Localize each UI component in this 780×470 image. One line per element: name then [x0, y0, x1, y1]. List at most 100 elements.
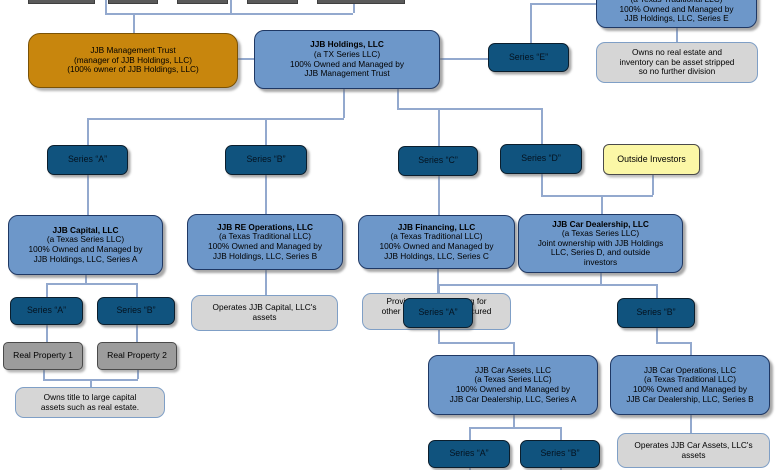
note-car-operations: Operates JJB Car Assets, LLC's assets — [617, 433, 770, 468]
connector-line — [541, 174, 543, 195]
node-series-a-holdings: Series “A” — [47, 145, 128, 175]
connector-line — [560, 427, 562, 440]
connector-line — [690, 342, 692, 355]
node-label: Series “D” — [521, 153, 561, 164]
connector-line — [43, 370, 45, 379]
node-body: (a Texas Series LLC) Joint ownership wit… — [537, 228, 664, 267]
node-title: JJB Financing, LLC — [397, 221, 476, 232]
connector-line — [437, 269, 439, 293]
note-text: Owns title to large capital assets such … — [40, 391, 140, 412]
connector-line — [397, 89, 399, 108]
connector-line — [46, 283, 48, 297]
node-jjb-financing: JJB Financing, LLC (a Texas Traditional … — [358, 215, 515, 269]
node-body: (a Texas Series LLC) 100% Owned and Mana… — [28, 234, 143, 264]
node-title: JJB Holdings, LLC — [310, 39, 384, 50]
node-label: Series “A” — [418, 307, 458, 318]
connector-line — [87, 175, 89, 215]
node-label: Real Property 2 — [107, 350, 167, 361]
connector-line — [137, 370, 139, 379]
node-jjb-re-operations: JJB RE Operations, LLC (a Texas Traditio… — [187, 214, 343, 270]
connector-line — [600, 273, 602, 284]
node-body: (a Texas Traditional LLC) 100% Owned and… — [379, 231, 494, 261]
connector-line — [656, 284, 658, 298]
note-series-e: Owns no real estate and inventory can be… — [596, 42, 758, 83]
connector-line — [469, 427, 561, 429]
connector-line — [438, 284, 440, 298]
connector-line — [90, 379, 92, 387]
node-text: JJB Car Operations, LLC (a Texas Traditi… — [626, 364, 754, 404]
node-label: Series “B” — [116, 305, 156, 316]
connector-line — [541, 108, 543, 144]
connector-line — [46, 283, 137, 285]
node-jjb-capital: JJB Capital, LLC (a Texas Series LLC) 10… — [8, 215, 163, 275]
connector-line — [656, 328, 658, 342]
node-label: Series “B” — [636, 307, 676, 318]
cutoff-box-top — [108, 0, 158, 4]
node-jjb-management-trust: JJB Management Trust (manager of JJB Hol… — [28, 33, 238, 88]
connector-line — [136, 325, 138, 342]
connector-line — [469, 427, 471, 440]
connector-line — [560, 468, 562, 470]
node-jjb-car-dealership: JJB Car Dealership, LLC (a Texas Series … — [518, 214, 683, 273]
node-series-b-dealership: Series “B” — [617, 298, 695, 328]
note-capital: Owns title to large capital assets such … — [15, 387, 165, 418]
node-series-b-holdings: Series “B” — [225, 145, 307, 175]
connector-line — [541, 195, 653, 197]
node-title: JJB Capital, LLC — [52, 224, 119, 235]
node-label: Series “B” — [246, 154, 286, 165]
node-jjb-holdings: JJB Holdings, LLC (a TX Series LLC) 100%… — [254, 30, 440, 89]
node-label: Real Property 1 — [13, 350, 73, 361]
node-label: Series “E” — [508, 51, 549, 62]
note-text: Owns no real estate and inventory can be… — [619, 47, 735, 77]
connector-line — [656, 342, 691, 344]
connector-line — [438, 342, 514, 344]
node-series-a-capital: Series “A” — [10, 297, 83, 325]
connector-line — [85, 275, 87, 283]
connector-line — [87, 118, 89, 145]
node-outside-investors: Outside Investors — [603, 144, 700, 175]
cutoff-box-top — [247, 0, 298, 4]
connector-line — [265, 118, 267, 145]
node-body: (a Texas Traditional LLC) 100% Owned and… — [619, 0, 734, 24]
node-label: Series “A” — [26, 305, 67, 316]
note-re-operations: Operates JJB Capital, LLC's assets — [191, 295, 338, 331]
node-body: (a TX Series LLC) 100% Owned and Managed… — [290, 48, 404, 79]
node-title: JJB RE Operations, LLC — [217, 221, 313, 232]
connector-line — [265, 270, 267, 295]
connector-line — [265, 175, 267, 214]
connector-line — [438, 176, 440, 215]
connector-line — [513, 415, 515, 427]
cutoff-box-top — [317, 0, 405, 4]
node-series-b-car-assets: Series “B” — [520, 440, 600, 468]
node-title: JJB Car Dealership, LLC — [552, 218, 649, 229]
connector-line — [601, 195, 603, 214]
note-text: Operates JJB Car Assets, LLC's assets — [634, 439, 753, 460]
connector-line — [133, 13, 135, 33]
connector-line — [87, 118, 344, 120]
node-series-d-holdings: Series “D” — [500, 144, 582, 174]
node-series-c-holdings: Series “C” — [398, 146, 478, 176]
connector-line — [438, 284, 657, 286]
node-series-b-capital: Series “B” — [97, 297, 175, 325]
note-text: Operates JJB Capital, LLC's assets — [212, 302, 317, 322]
node-series-e: Series “E” — [488, 43, 569, 72]
node-label: Series “A” — [67, 154, 108, 165]
connector-line — [343, 89, 345, 118]
node-series-e-llc-cutoff: (a Texas Traditional LLC) 100% Owned and… — [596, 0, 757, 28]
connector-line — [438, 328, 440, 342]
connector-line — [136, 283, 138, 297]
cutoff-box-top — [28, 0, 95, 4]
cutoff-box-top — [177, 0, 228, 4]
node-body: (a Texas Traditional LLC) 100% Owned and… — [208, 231, 322, 261]
connector-line — [105, 0, 107, 13]
node-series-a-dealership: Series “A” — [403, 298, 473, 328]
node-jjb-car-assets: JJB Car Assets, LLC (a Texas Series LLC)… — [428, 355, 598, 415]
node-series-a-car-assets: Series “A” — [428, 440, 510, 468]
connector-line — [440, 58, 488, 60]
node-real-property-2: Real Property 2 — [97, 342, 177, 370]
connector-line — [230, 0, 232, 13]
node-jjb-car-operations: JJB Car Operations, LLC (a Texas Traditi… — [610, 355, 770, 415]
node-real-property-1: Real Property 1 — [3, 342, 83, 370]
node-label: Outside Investors — [617, 153, 686, 164]
